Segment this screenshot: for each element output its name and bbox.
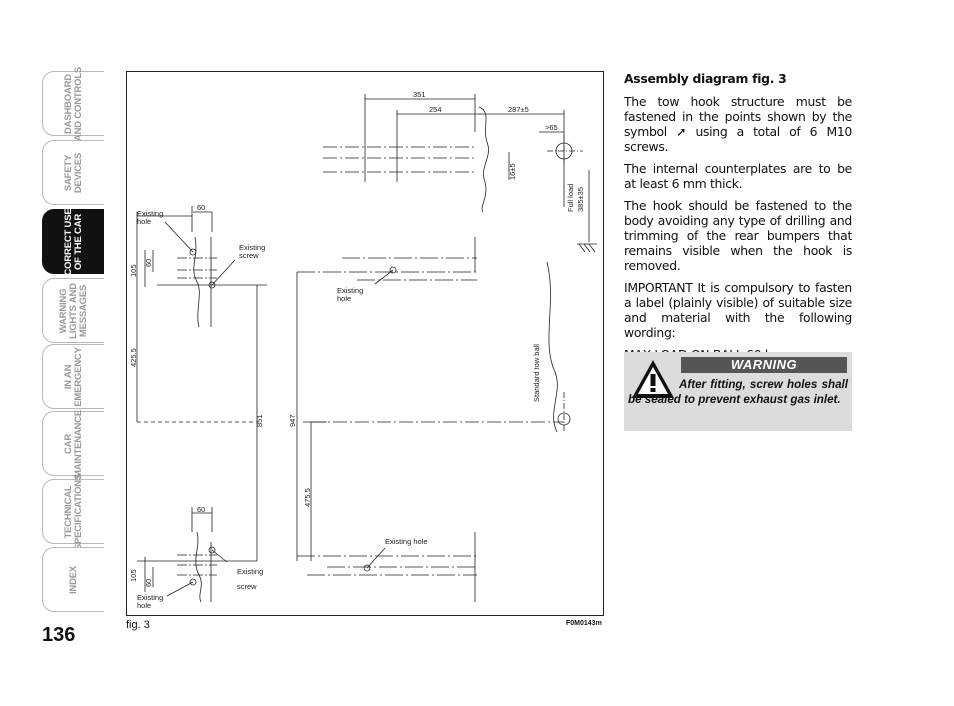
warning-text-body: After fitting, screw holes shall be seal… [628,378,848,406]
label-screw: screw [237,582,257,591]
full-load-label: Full load [566,184,575,212]
label-existing: Existing [137,209,163,218]
label-hole: hole [337,294,351,303]
tab-label: SAFETY DEVICES [62,152,84,193]
tab-warning-lights-and-messages[interactable]: WARNING LIGHTS AND MESSAGES [42,278,104,343]
warning-box: WARNING After fitting, screw holes shall… [624,352,852,431]
section-heading: Assembly diagram fig. 3 [624,71,787,86]
paragraph-text: The tow hook structure must be fastened … [624,94,852,139]
dim-351: 351 [413,90,426,99]
warning-triangle-icon [632,360,674,398]
dim-105a: 105 [129,264,138,277]
paragraph: The hook should be fastened to the body … [624,198,852,273]
label-existing-hole: Existing hole [385,537,428,546]
label-existing: Existing [237,567,263,576]
dim-60b: 60 [144,259,153,267]
tab-correct-use-of-the-car[interactable]: CORRECT USE OF THE CAR [42,208,104,275]
tab-label: DASHBOARD AND CONTROLS [62,66,84,141]
tab-label: CAR MAINTENANCE [62,409,84,478]
tab-technical-specifications[interactable]: TECHNICAL SPECIFICATIONS [42,473,104,550]
tab-label: TECHNICAL SPECIFICATIONS [62,473,84,550]
dim-65: >65 [545,123,558,132]
dim-254: 254 [429,105,442,114]
dim-851: 851 [255,414,264,427]
label-existing: Existing [337,286,363,295]
label-hole: hole [137,217,151,226]
label-existing: Existing [137,593,163,602]
dim-425: 425.5 [129,348,138,367]
label-hole: hole [137,601,151,610]
assembly-diagram-figure: 351 254 287±5 >65 16±5 Full load 385±35 … [126,71,604,616]
paragraph: The tow hook structure must be fastened … [624,94,852,154]
tab-dashboard-and-controls[interactable]: DASHBOARD AND CONTROLS [42,66,104,141]
dim-475: 475.5 [303,488,312,507]
label-screw: screw [239,251,259,260]
dim-287: 287±5 [508,105,529,114]
warning-text: After fitting, screw holes shall be seal… [628,377,848,407]
tab-label: WARNING LIGHTS AND MESSAGES [57,282,89,339]
figure-caption: fig. 3 [126,619,150,631]
page-number: 136 [42,624,76,646]
tab-in-an-emergency[interactable]: IN AN EMERGENCY [42,344,104,409]
paragraph: The internal counterplates are to be at … [624,161,852,191]
warning-title: WARNING [681,357,847,373]
tab-label: IN AN EMERGENCY [62,346,84,407]
paragraph: IMPORTANT It is compulsory to fasten a l… [624,280,852,340]
tab-index[interactable]: INDEX [42,547,104,612]
label-tow-ball: Standard tow ball [532,344,541,402]
label-existing: Existing [239,243,265,252]
tab-safety-devices[interactable]: SAFETY DEVICES [42,140,104,205]
dim-60a: 60 [197,203,205,212]
fastening-symbol-icon: ➚ [676,124,687,139]
dim-60d: 60 [144,579,153,587]
tab-label: INDEX [67,565,79,594]
tab-label: CORRECT USE OF THE CAR [62,208,84,275]
assembly-diagram: 351 254 287±5 >65 16±5 Full load 385±35 … [129,90,597,610]
dim-16: 16±5 [508,163,517,180]
tab-car-maintenance[interactable]: CAR MAINTENANCE [42,409,104,478]
dim-105b: 105 [129,569,138,582]
figure-code: F0M0143m [566,620,602,627]
dim-385: 385±35 [576,187,585,212]
dim-947: 947 [288,414,297,427]
dim-60c: 60 [197,505,205,514]
paragraph-text: us­ing a total of 6 M10 screws. [624,124,853,154]
content-column: Assembly diagram fig. 3 The tow hook str… [624,71,852,369]
